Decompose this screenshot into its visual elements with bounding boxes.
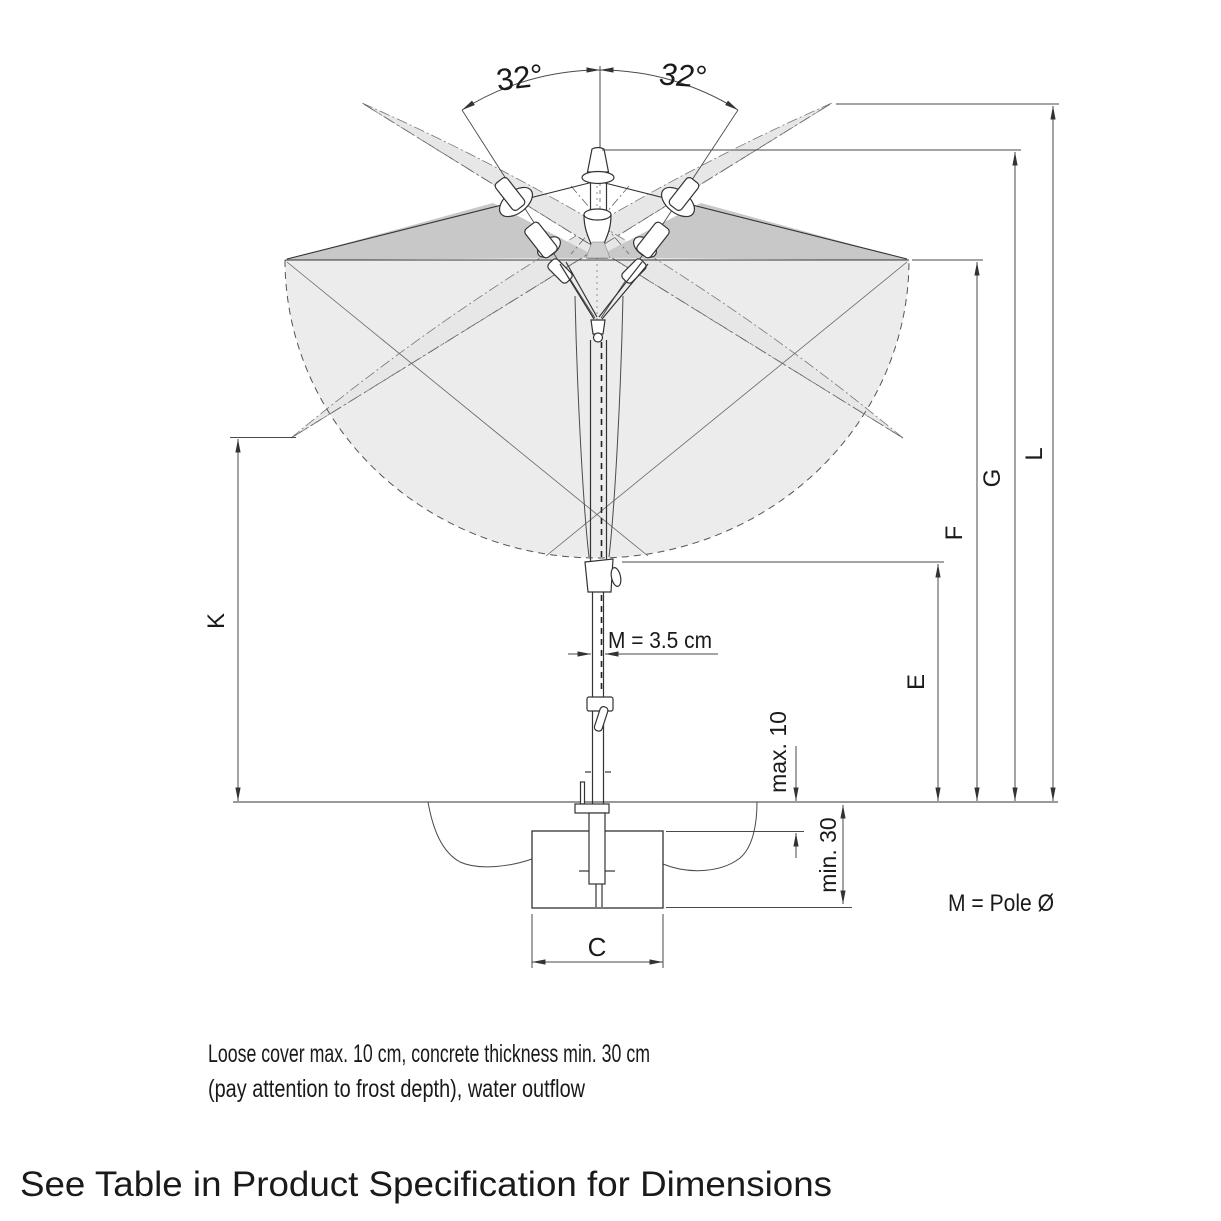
fabric-right-edge — [608, 295, 624, 558]
dim-label-C: C — [588, 932, 607, 962]
crown-hub — [581, 170, 615, 185]
rib-v-lines — [559, 261, 649, 320]
footer-text: See Table in Product Specification for D… — [20, 1165, 832, 1204]
runner-fitting — [590, 319, 606, 335]
ground-sleeve — [588, 812, 606, 885]
base-plate — [574, 803, 610, 814]
tilt-joint — [584, 558, 614, 593]
rib-connector-blocks — [494, 177, 700, 284]
angle-label-left: 32° — [494, 57, 545, 97]
runner-eyelet — [592, 332, 604, 343]
canopy-underside-shadows — [285, 203, 909, 260]
crank-handle — [593, 706, 609, 732]
dimension-L — [836, 103, 1059, 801]
soil-break-right — [662, 801, 758, 872]
soil-break-left — [427, 801, 533, 868]
canopy-swung-down-outline — [285, 260, 909, 558]
dim-label-G: G — [979, 469, 1006, 488]
dimension-F — [912, 259, 983, 801]
dim-label-F: F — [941, 526, 968, 541]
canopy-swung-down-arc — [284, 259, 910, 559]
pole-diameter-label: M = 3.5 cm — [608, 627, 712, 653]
dimension-E — [622, 561, 944, 801]
fabric-cone — [585, 241, 611, 259]
dim-label-L: L — [1021, 447, 1048, 460]
note-line-1: Loose cover max. 10 cm, concrete thickne… — [208, 1040, 650, 1068]
dim-label-E: E — [903, 674, 930, 690]
crown-vase-top — [583, 208, 612, 221]
fabric-left-edge — [574, 295, 590, 558]
dimension-loose-cover — [666, 746, 804, 858]
tilt-knob — [610, 567, 622, 587]
foundation — [233, 781, 1058, 909]
angle-dimension — [461, 67, 739, 111]
mast-and-ribs — [494, 146, 700, 804]
finial — [586, 146, 610, 173]
pole-legend: M = Pole Ø — [948, 890, 1054, 917]
dim-label-K: K — [203, 613, 230, 629]
dimension-concrete-depth — [666, 805, 852, 908]
concrete-depth-label: min. 30 — [815, 817, 841, 892]
dimension-C — [531, 914, 664, 968]
loose-cover-label: max. 10 — [765, 711, 791, 793]
anchor-pin — [579, 781, 586, 805]
dimension-K — [230, 437, 296, 801]
dimension-G — [602, 149, 1021, 801]
note-line-2: (pay attention to frost depth), water ou… — [208, 1075, 586, 1103]
angle-label-right: 32° — [658, 56, 707, 94]
dimensions — [230, 67, 1059, 968]
dimension-labels: 32° 32° K E F G L C M = 3.5 cm max. 10 m… — [20, 56, 1054, 1204]
